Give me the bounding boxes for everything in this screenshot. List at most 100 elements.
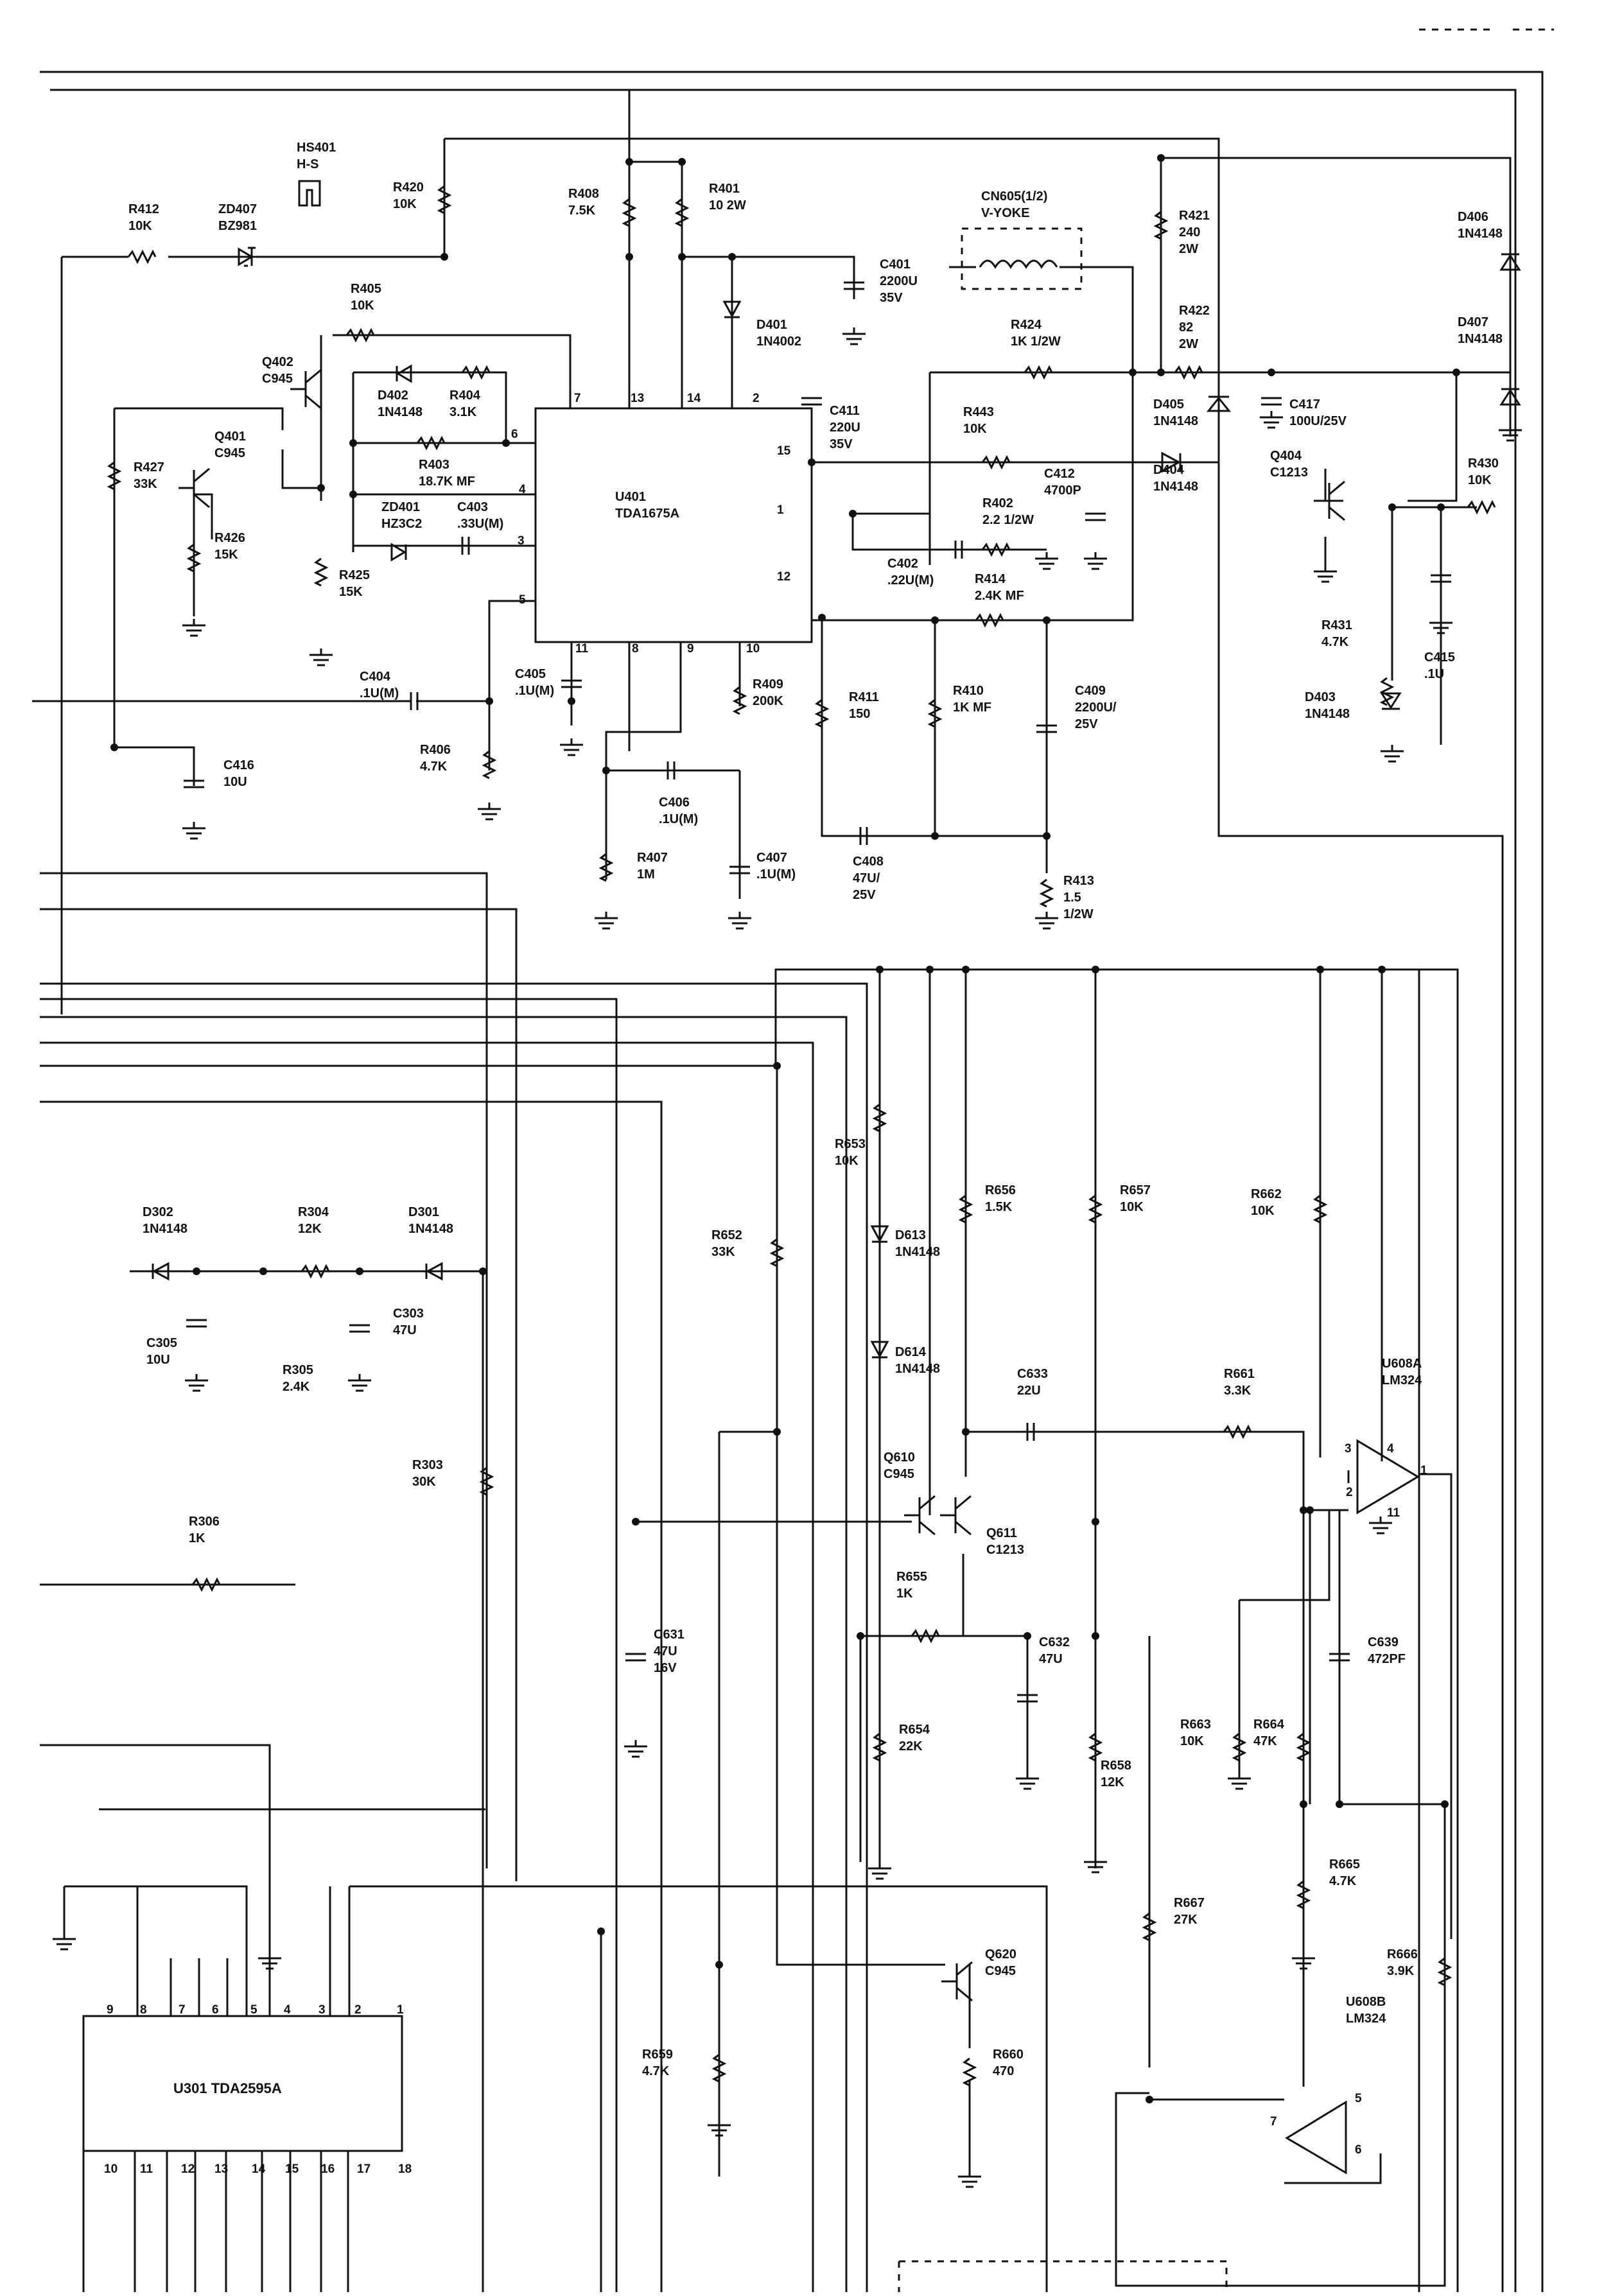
component-ref: ZD407: [218, 202, 257, 216]
junction-dot: [1092, 1518, 1099, 1526]
diode-symbol: [396, 364, 412, 383]
component-ref: Q610: [884, 1450, 915, 1465]
resistor-symbol: [872, 1732, 887, 1762]
component-value: 47K: [1253, 1734, 1277, 1748]
component-ref: R422: [1179, 304, 1210, 318]
ic-pin-number: 5: [519, 593, 526, 607]
component-ref: C404: [360, 670, 391, 684]
resistor-symbol: [711, 2053, 727, 2083]
component-value: C945: [884, 1467, 914, 1481]
resistor-symbol: [1379, 677, 1395, 706]
component-value: H-S: [297, 157, 318, 171]
component-ref: Q404: [1270, 449, 1302, 463]
component-value: 1.5K: [985, 1200, 1013, 1214]
component-value: 10U: [146, 1353, 170, 1367]
component-ref: R425: [339, 568, 370, 582]
component-ref: R405: [351, 282, 381, 296]
ic-pin-number: 3: [518, 534, 525, 548]
resistor-symbol: [962, 2057, 977, 2087]
component-value: 33K: [134, 477, 157, 491]
resistor-symbol: [981, 542, 1011, 557]
component-ref: R406: [420, 743, 451, 757]
resistor-symbol: [1142, 1912, 1157, 1942]
ic-pin-number: 14: [687, 392, 701, 405]
component-value: 1.5: [1063, 891, 1081, 905]
component-value: C945: [214, 446, 245, 460]
capacitor-symbol: [844, 281, 864, 290]
resistor-symbol: [437, 185, 452, 214]
resistor-symbol: [301, 1264, 330, 1279]
component-value: 220U: [830, 421, 860, 435]
component-value: 12K: [1101, 1775, 1124, 1789]
component-ref: R408: [568, 187, 599, 201]
capacitor-symbol: [801, 397, 822, 406]
component-ref: C416: [223, 758, 254, 772]
resistor-symbol: [482, 750, 497, 779]
ic-pin-number: 11: [575, 642, 589, 656]
junction-dot: [1378, 966, 1386, 973]
component-label-c402: C402.22U(M): [887, 557, 934, 587]
component-value: 1M: [637, 867, 655, 882]
junction-dot: [1092, 1632, 1099, 1640]
junction-dot: [1157, 154, 1165, 162]
component-label-cn60512: CN605(1/2)V-YOKE: [981, 189, 1047, 220]
component-ref: C405: [515, 667, 546, 681]
heatsink-symbol: [298, 180, 321, 207]
resistor-symbol: [345, 327, 375, 343]
diode-symbol: [425, 1262, 443, 1281]
ground-symbol: [1035, 912, 1058, 930]
u301-pin: 7: [179, 2003, 186, 2017]
component-value: 472PF: [1368, 1652, 1406, 1666]
component-ref: R404: [449, 388, 481, 403]
resistor-symbol: [313, 557, 329, 587]
component-ref: Q401: [214, 430, 246, 444]
resistor-symbol: [1174, 365, 1203, 380]
component-label-c403: C403.33U(M): [457, 500, 503, 531]
junction-dot: [349, 439, 357, 447]
resistor-symbol: [814, 699, 830, 728]
junction-dot: [1437, 503, 1445, 511]
component-value: HZ3C2: [381, 517, 422, 531]
junction-dot: [926, 966, 934, 973]
ground-symbol: [182, 619, 205, 637]
component-ref: R402: [982, 496, 1013, 510]
u301-label: U301 TDA2595A: [173, 2080, 282, 2096]
component-value: 10K: [1468, 473, 1492, 487]
resistor-symbol: [479, 1466, 494, 1496]
capacitor-symbol: [729, 865, 750, 874]
component-ref: D302: [143, 1205, 173, 1219]
component-ref: R306: [189, 1515, 220, 1529]
junction-dot: [876, 966, 884, 973]
junction-dot: [849, 510, 857, 517]
component-value: 1N4148: [1305, 707, 1350, 721]
component-ref: R664: [1253, 1718, 1285, 1732]
component-value: C1213: [1270, 465, 1308, 480]
junction-dot: [1157, 369, 1165, 376]
junction-dot: [818, 614, 826, 622]
junction-dot: [1043, 616, 1051, 624]
component-value: C945: [985, 1964, 1016, 1978]
component-value: 15K: [339, 585, 363, 599]
component-value: 1N4148: [1153, 480, 1198, 494]
component-value: 16V: [654, 1661, 677, 1675]
component-label-c405: C405.1U(M): [515, 667, 554, 698]
component-ref: R656: [985, 1183, 1016, 1197]
component-ref: R660: [993, 2048, 1024, 2062]
component-value: C1213: [986, 1543, 1024, 1557]
